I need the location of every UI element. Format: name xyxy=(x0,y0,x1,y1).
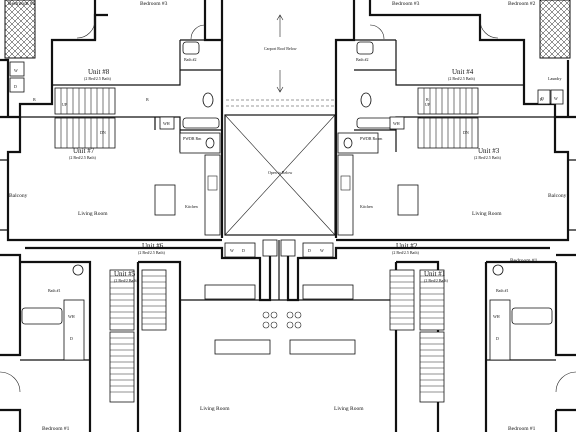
label-up-tr: UP xyxy=(425,102,431,107)
label-w-center-right: W xyxy=(320,248,324,253)
label-unit-6: Unit #6 xyxy=(142,242,164,250)
label-w-laundry-right: W xyxy=(554,96,558,101)
label-unit-2-sub: (2 Bed/2.5 Bath) xyxy=(392,250,419,255)
label-unit-1-sub: (2 Bed/2 Bath) xyxy=(424,278,448,283)
label-unit-3-sub: (2 Bed/2.5 Bath) xyxy=(474,155,501,160)
label-dn-tr: DN xyxy=(463,130,469,135)
label-dn-tl: DN xyxy=(100,130,106,135)
label-unit-6-sub: (2 Bed/2.5 Bath) xyxy=(138,250,165,255)
label-bedroom-1-br: Bedroom #1 xyxy=(508,426,536,432)
label-balcony-right: Balcony xyxy=(548,193,567,199)
lower-building xyxy=(0,239,576,432)
label-unit-8: Unit #8 xyxy=(88,68,110,76)
room-labels: Bedroom #2 Bedroom #3 Bedroom #3 Bedroom… xyxy=(8,1,567,432)
label-bath-1-right: Bath #1 xyxy=(496,288,509,293)
label-w-laundry-left: W xyxy=(14,68,18,73)
label-b-1: B xyxy=(146,97,149,102)
label-laundry: Laundry xyxy=(548,76,562,81)
label-unit-5: Unit #5 xyxy=(114,270,136,278)
label-bath-2-left: Bath #2 xyxy=(184,57,197,62)
label-wh-br: WH xyxy=(493,314,500,319)
label-powder-left: PWDR Rm xyxy=(183,136,202,141)
label-unit-3: Unit #3 xyxy=(478,147,500,155)
label-kitchen-left: Kitchen xyxy=(185,204,198,209)
label-open-below: Open to Below xyxy=(268,170,292,175)
label-living-bot-right: Living Room xyxy=(334,406,364,412)
label-unit-2: Unit #2 xyxy=(396,242,418,250)
label-balcony-left: Balcony xyxy=(9,193,28,199)
label-wh-right: WH xyxy=(393,121,400,126)
upper-building xyxy=(0,0,576,242)
label-bedroom-3-tr: Bedroom #3 xyxy=(392,1,420,7)
label-bath-2-right: Bath #2 xyxy=(356,57,369,62)
label-d-center-right: D xyxy=(308,248,311,253)
label-unit-8-sub: (2 Bed/2.5 Bath) xyxy=(84,76,111,81)
label-unit-4-sub: (2 Bed/2.5 Bath) xyxy=(448,76,475,81)
label-b-2: B xyxy=(426,97,429,102)
label-d-laundry-right: D xyxy=(541,96,544,101)
label-bedroom-1-tr-low: Bedroom #1 xyxy=(510,258,538,264)
label-wh-bl: WH xyxy=(68,314,75,319)
label-unit-1: Unit #1 xyxy=(424,270,446,278)
label-d-bath-left: D xyxy=(70,336,73,341)
label-b-3: B xyxy=(33,97,36,102)
label-powder-right: PWDR Room xyxy=(360,136,383,141)
label-wh-left: WH xyxy=(163,121,170,126)
label-carport-roof: Carport Roof Below xyxy=(264,46,297,51)
label-w-center-left: W xyxy=(230,248,234,253)
label-up-tl: UP xyxy=(62,102,68,107)
label-bedroom-1-bl: Bedroom #1 xyxy=(42,426,70,432)
label-living-left-mid: Living Room xyxy=(78,211,108,217)
label-d-laundry-left: D xyxy=(14,84,17,89)
label-bedroom-3-tl: Bedroom #3 xyxy=(140,1,168,7)
label-d-center-left: D xyxy=(242,248,245,253)
label-bath-1-left: Bath #1 xyxy=(48,288,61,293)
label-unit-5-sub: (2 Bed/2 Bath) xyxy=(114,278,138,283)
label-kitchen-right: Kitchen xyxy=(360,204,373,209)
label-bedroom-2-tr: Bedroom #2 xyxy=(508,1,536,7)
label-unit-4: Unit #4 xyxy=(452,68,474,76)
label-b-4: B xyxy=(540,97,543,102)
label-d-bath-right: D xyxy=(496,336,499,341)
label-unit-7: Unit #7 xyxy=(73,147,95,155)
label-living-bot-left: Living Room xyxy=(200,406,230,412)
label-living-right-mid: Living Room xyxy=(472,211,502,217)
label-bedroom-2-tl: Bedroom #2 xyxy=(8,1,36,7)
label-unit-7-sub: (2 Bed/2.5 Bath) xyxy=(69,155,96,160)
